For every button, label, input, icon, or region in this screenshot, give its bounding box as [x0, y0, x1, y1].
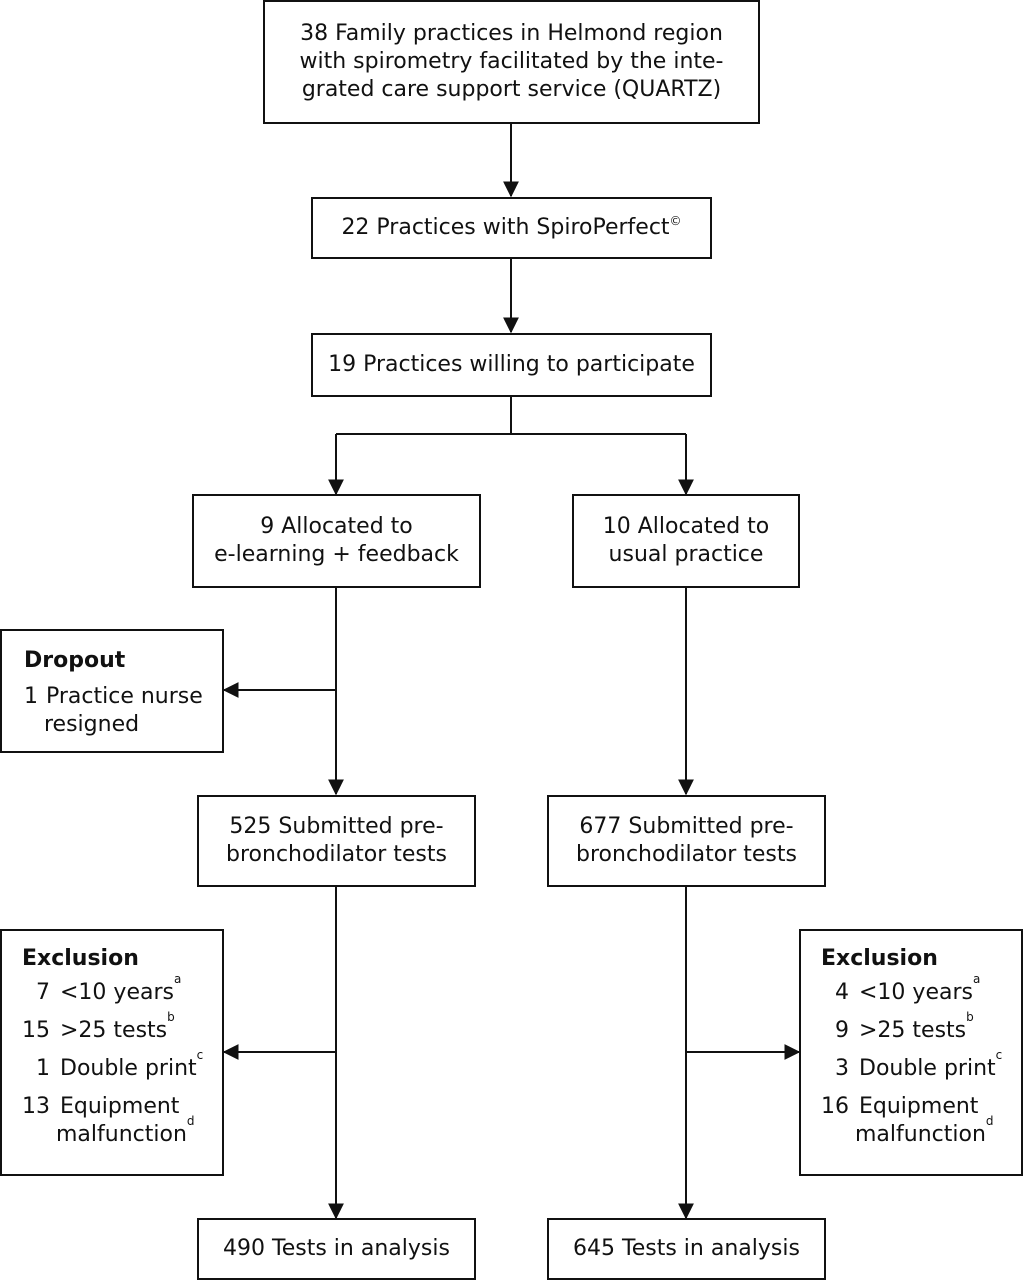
exclusion-right-count: 16	[821, 1094, 849, 1119]
exclusion-right-label: Equipment	[859, 1094, 979, 1119]
box-spiroperfect-text: 22 Practices with SpiroPerfect	[341, 215, 670, 240]
dropout-title: Dropout	[24, 648, 126, 673]
exclusion-right-title: Exclusion	[821, 946, 938, 971]
box-analysis-left-text: 490 Tests in analysis	[223, 1236, 450, 1261]
box-elearning-line-2: e-learning + feedback	[214, 542, 459, 567]
box-usual-practice: 10 Allocated to usual practice	[572, 494, 800, 588]
exclusion-right-count: 3	[835, 1056, 849, 1081]
dropout-count: 1	[24, 684, 38, 709]
box-spiroperfect: 22 Practices with SpiroPerfect©	[311, 197, 712, 259]
exclusion-left-count: 1	[36, 1056, 50, 1081]
exclusion-right-label: >25 tests	[859, 1018, 967, 1043]
exclusion-right-count: 9	[835, 1018, 849, 1043]
exclusion-left-label: <10 years	[60, 980, 174, 1005]
exclusion-right-count: 4	[835, 980, 849, 1005]
exclusion-left-label: >25 tests	[60, 1018, 168, 1043]
box-submitted-left-line-2: bronchodilator tests	[226, 842, 447, 867]
exclusion-left-count: 7	[36, 980, 50, 1005]
box-elearning-line-1: 9 Allocated to	[260, 514, 413, 539]
box-elearning-feedback: 9 Allocated to e-learning + feedback	[192, 494, 481, 588]
exclusion-right-label: <10 years	[859, 980, 973, 1005]
box-usual-line-2: usual practice	[608, 542, 764, 567]
box-submitted-right-line-2: bronchodilator tests	[576, 842, 797, 867]
exclusion-left-label: Double print	[60, 1056, 197, 1081]
box-submitted-right-line-1: 677 Submitted pre-	[579, 814, 794, 839]
box-submitted-right: 677 Submitted pre- bronchodilator tests	[547, 795, 826, 887]
dropout-label-1: Practice nurse	[46, 684, 203, 709]
exclusion-left-count: 13	[22, 1094, 50, 1119]
box-dropout: Dropout 1 Practice nurse resigned	[0, 629, 224, 753]
box-usual-line-1: 10 Allocated to	[602, 514, 770, 539]
box-analysis-right: 645 Tests in analysis	[547, 1218, 826, 1280]
box-family-practices-line-1: 38 Family practices in Helmond region	[300, 21, 723, 46]
box-analysis-left: 490 Tests in analysis	[197, 1218, 476, 1280]
dropout-label-2: resigned	[44, 712, 140, 737]
box-willing-text: 19 Practices willing to participate	[328, 352, 695, 377]
box-family-practices-line-2: with spirometry facilitated by the inte-	[299, 49, 724, 74]
exclusion-left-title: Exclusion	[22, 946, 139, 971]
exclusion-left-label-2: malfunction	[56, 1122, 187, 1147]
exclusion-left-item: 13 Equipment	[22, 1093, 222, 1121]
exclusion-right-label: Double print	[859, 1056, 996, 1081]
box-family-practices-line-3: grated care support service (QUARTZ)	[301, 77, 722, 102]
box-family-practices: 38 Family practices in Helmond region wi…	[263, 0, 760, 124]
dropout-item: 1 Practice nurse	[24, 683, 222, 711]
box-willing-to-participate: 19 Practices willing to participate	[311, 333, 712, 397]
copyright-mark: ©	[669, 214, 682, 228]
exclusion-left-label: Equipment	[60, 1094, 180, 1119]
box-submitted-left-line-1: 525 Submitted pre-	[229, 814, 444, 839]
exclusion-left-count: 15	[22, 1018, 50, 1043]
exclusion-right-label-2: malfunction	[855, 1122, 986, 1147]
box-analysis-right-text: 645 Tests in analysis	[573, 1236, 800, 1261]
box-submitted-left: 525 Submitted pre- bronchodilator tests	[197, 795, 476, 887]
exclusion-right-item: 16 Equipment	[821, 1093, 1021, 1121]
